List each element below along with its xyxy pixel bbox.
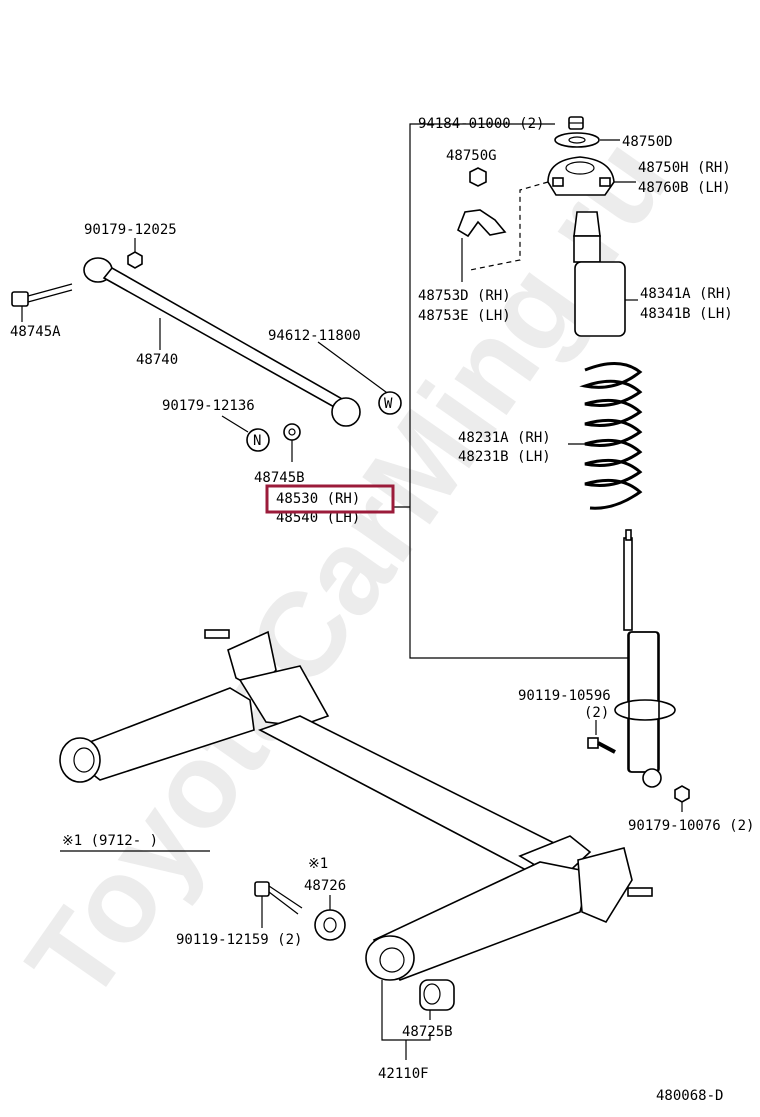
callout-90179-10076: 90179-10076 (2) [628,818,754,834]
callout-94612-11800: 94612-11800 [268,328,361,344]
mark-w: W [384,396,393,412]
callout-90179-12025: 90179-12025 [84,222,177,238]
bolt-90119-12159 [254,881,303,915]
highlight-48530 [265,484,395,514]
callout-90119-10596-qty: (2) [584,705,609,721]
mark-w-circle [378,391,402,415]
callout-48750d: 48750D [622,134,673,150]
callout-48760b: 48760B (LH) [638,180,731,196]
bump-stopper [573,211,601,263]
callout-48341a: 48341A (RH) [640,286,733,302]
coil-spring-48231a [579,362,643,510]
washer-48750d [554,132,600,148]
callout-48530: 48530 (RH) [276,491,360,507]
callout-94184-01000: 94184-01000 (2) [418,116,544,132]
callout-90119-12159: 90119-12159 (2) [176,932,302,948]
mark-n: N [253,433,261,449]
callout-42110f: 42110F [378,1066,429,1082]
callout-48740: 48740 [136,352,178,368]
footnote: ※1 (9712- ) [62,833,158,849]
axle-beam-42110f [59,629,653,981]
callout-48753d: 48753D (RH) [418,288,511,304]
bracket-48753d [457,209,507,238]
callout-48726-mark: ※1 [308,856,328,872]
callout-48750h: 48750H (RH) [638,160,731,176]
dust-boot-48341a [574,261,626,337]
callout-48726: 48726 [304,878,346,894]
callout-48750g: 48750G [446,148,497,164]
shock-absorber [614,529,676,788]
washer-48745b [283,423,301,441]
nut-90179-10076 [674,785,690,803]
callout-90179-12136: 90179-12136 [162,398,255,414]
strut-group-bracket [409,123,640,659]
diagram-id: 480068-D [656,1088,723,1104]
nut-48750g [469,167,487,187]
mark-n-circle [246,428,270,452]
callout-48231a: 48231A (RH) [458,430,551,446]
callout-48725b: 48725B [402,1024,453,1040]
callout-90119-10596: 90119-10596 [518,688,611,704]
callout-48341b: 48341B (LH) [640,306,733,322]
nut-90179-12025 [127,251,143,269]
stopper-48726 [314,909,346,941]
callout-48753e: 48753E (LH) [418,308,511,324]
lateral-rod-48740 [83,257,361,427]
bolt-48745a [11,283,73,307]
callout-48745a: 48745A [10,324,61,340]
bolt-90119-10596 [587,737,616,754]
nut-94184 [568,116,584,130]
bushing-48725b [419,979,455,1011]
callout-48231b: 48231B (LH) [458,449,551,465]
upper-mount-48750h [547,156,615,196]
callout-48745b: 48745B [254,470,305,486]
callout-48540: 48540 (LH) [276,510,360,526]
